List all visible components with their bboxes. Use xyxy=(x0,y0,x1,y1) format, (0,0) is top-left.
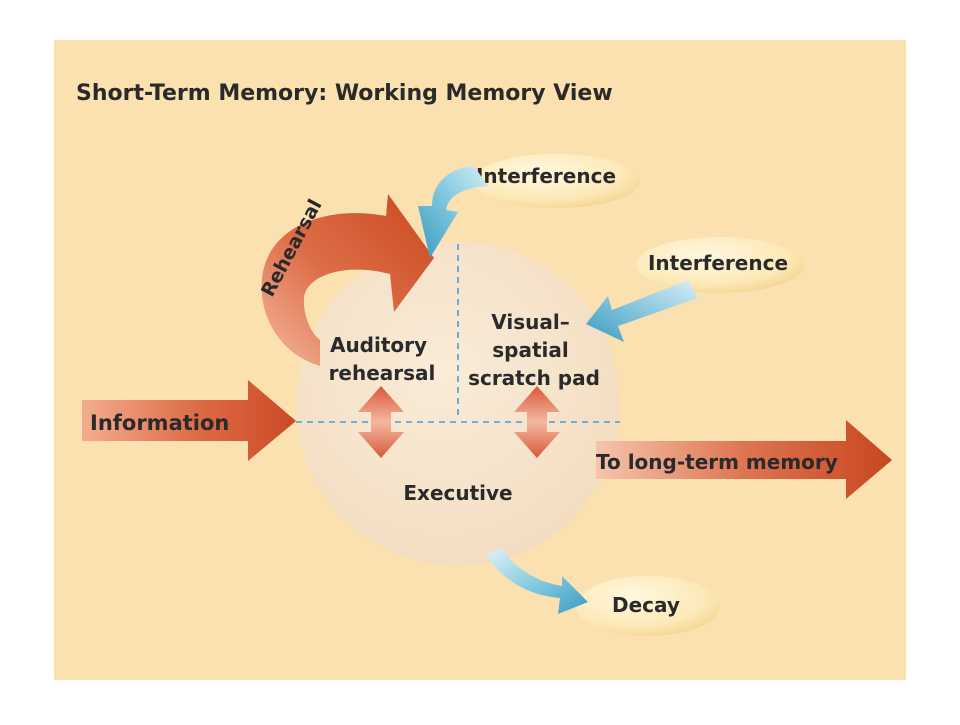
auditory-executive-arrow xyxy=(358,386,404,458)
visual-executive-arrow xyxy=(514,386,560,458)
interference-top-label: Interference xyxy=(476,164,616,188)
auditory-line-2: rehearsal xyxy=(329,361,436,385)
information-label: Information xyxy=(90,411,229,435)
visual-line-1: Visual– xyxy=(491,310,569,334)
interference-right-label: Interference xyxy=(648,251,788,275)
decay-arrow xyxy=(486,548,588,614)
long-term-memory-arrow xyxy=(596,420,892,499)
information-arrow xyxy=(82,380,296,461)
interference-top-bubble xyxy=(472,154,640,208)
decay-label: Decay xyxy=(612,593,680,617)
interference-right-bubble xyxy=(636,237,804,293)
long-term-memory-label: To long-term memory xyxy=(596,450,838,474)
interference-top-arrow xyxy=(418,166,488,258)
decay-bubble xyxy=(576,576,720,636)
visual-line-2: spatial xyxy=(492,338,568,362)
interference-right-arrow xyxy=(586,280,698,342)
visual-spatial-label: Visual– spatial scratch pad xyxy=(468,310,600,390)
diagram-title: Short-Term Memory: Working Memory View xyxy=(76,81,613,106)
auditory-rehearsal-label: Auditory rehearsal xyxy=(329,333,436,385)
visual-line-3: scratch pad xyxy=(468,366,600,390)
rehearsal-loop-arrow xyxy=(261,194,434,366)
auditory-line-1: Auditory xyxy=(330,333,427,357)
executive-label: Executive xyxy=(403,481,512,505)
